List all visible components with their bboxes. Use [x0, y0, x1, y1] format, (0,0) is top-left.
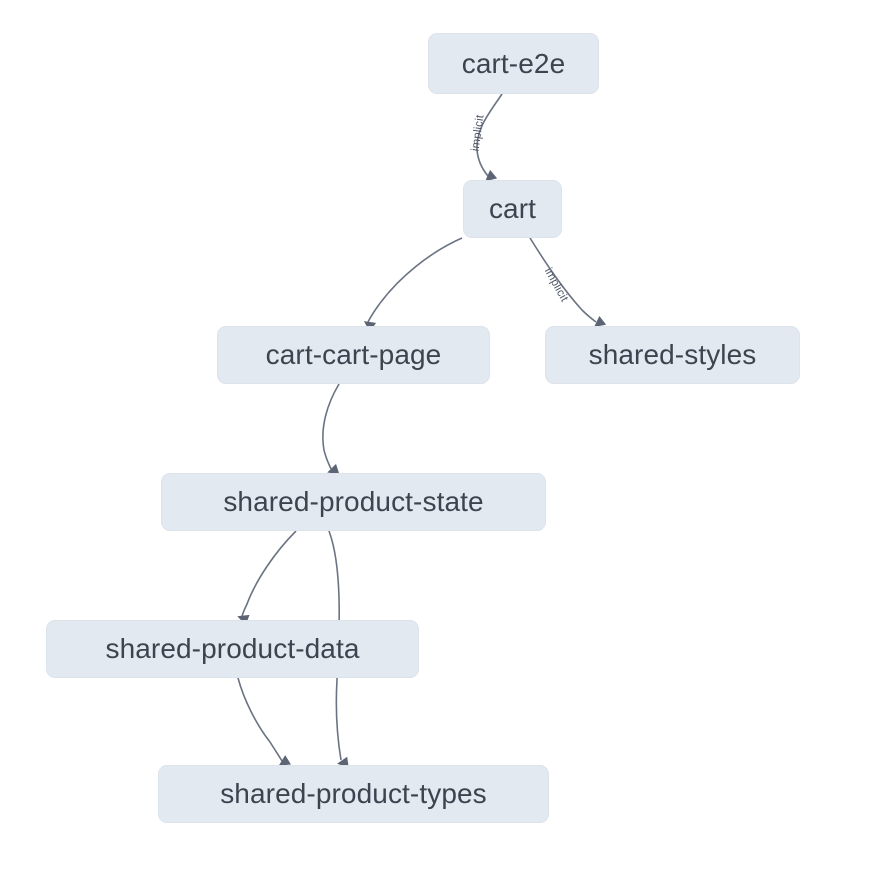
graph-node-shared-product-state[interactable]: shared-product-state: [161, 473, 546, 531]
edge-label-cart-e2e-to-cart: implicit: [470, 113, 487, 152]
edge-label-cart-to-shared-styles: implicit: [542, 266, 571, 304]
edge-cart-e2e__cart: [476, 93, 503, 177]
graph-node-shared-product-data[interactable]: shared-product-data: [46, 620, 419, 678]
edge-cart__cart-cart-page: [367, 237, 463, 323]
arrow-shared-styles-icon: [594, 315, 607, 328]
graph-node-shared-styles[interactable]: shared-styles: [545, 326, 800, 384]
graph-node-cart[interactable]: cart: [463, 180, 562, 238]
arrow-types-from-state-icon: [337, 756, 349, 768]
arrow-types-from-data-icon: [278, 755, 292, 766]
graph-node-cart-cart-page[interactable]: cart-cart-page: [217, 326, 490, 384]
edge-shared-product-state__shared-product-data: [241, 530, 297, 617]
arrow-cart-icon: [485, 169, 498, 182]
graph-node-cart-e2e[interactable]: cart-e2e: [428, 33, 599, 94]
edge-cart-cart-page__shared-product-state: [322, 383, 340, 470]
graph-node-shared-product-types[interactable]: shared-product-types: [158, 765, 549, 823]
arrow-shared-product-state-icon: [327, 463, 340, 475]
edge-cart__shared-styles: [529, 237, 597, 323]
edge-shared-product-data__shared-product-types: [237, 677, 283, 762]
